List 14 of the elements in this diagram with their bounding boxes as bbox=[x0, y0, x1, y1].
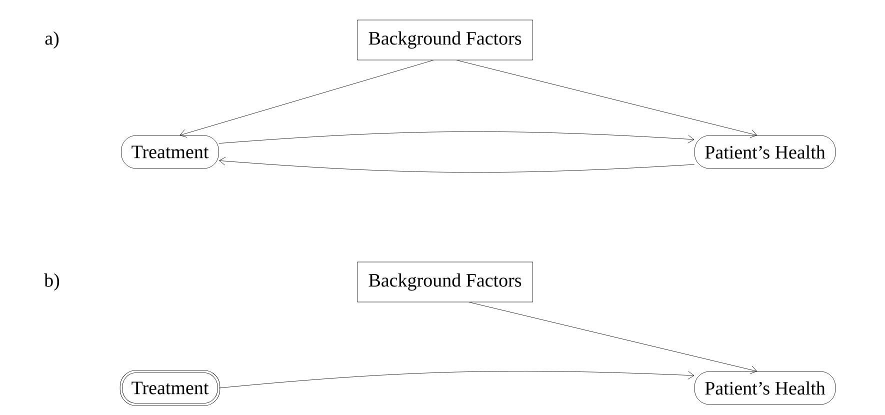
factor-box: Background Factors bbox=[357, 262, 533, 302]
variable-node: Treatment bbox=[121, 135, 219, 169]
arrow bbox=[219, 156, 695, 172]
intervened-node: Treatment bbox=[120, 370, 220, 406]
panel-label: b) bbox=[44, 273, 60, 291]
arrow bbox=[180, 60, 434, 138]
factor-box: Background Factors bbox=[357, 20, 533, 60]
arrow bbox=[218, 371, 694, 388]
variable-node: Patient’s Health bbox=[694, 371, 836, 405]
variable-node: Patient’s Health bbox=[694, 135, 836, 169]
arrow bbox=[218, 132, 694, 144]
arrow bbox=[456, 60, 758, 138]
panel-label: a) bbox=[45, 31, 59, 49]
arrow bbox=[468, 302, 758, 374]
